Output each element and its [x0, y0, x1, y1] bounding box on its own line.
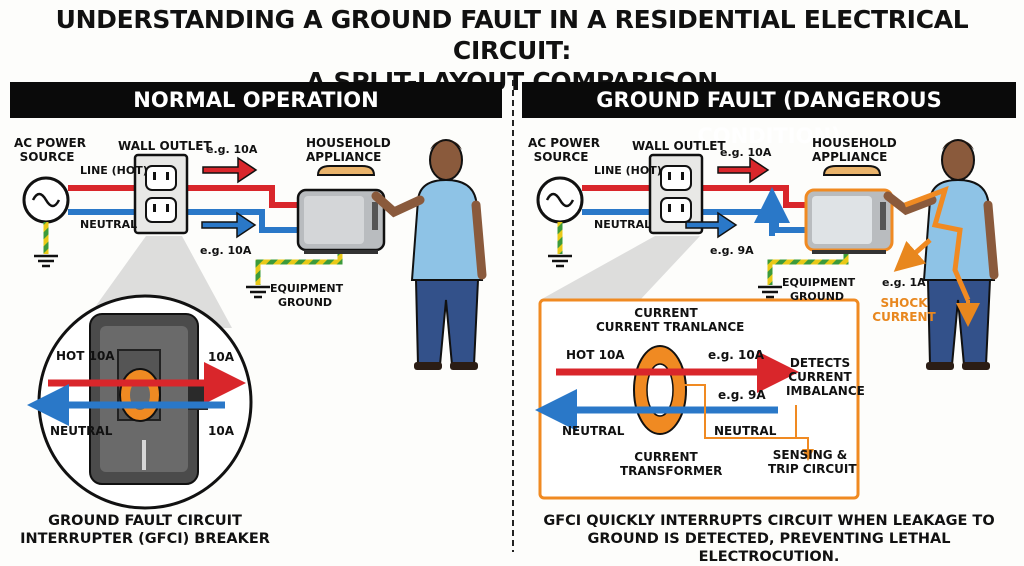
- diagram-title: UNDERSTANDING A GROUND FAULT IN A RESIDE…: [0, 4, 1024, 97]
- person-icon: [371, 139, 487, 370]
- inset-hot-label-fault: HOT 10A: [566, 348, 625, 362]
- shock-path: [904, 185, 971, 301]
- neutral-label-fault: NEUTRAL: [594, 218, 652, 231]
- inset-hot-label: HOT 10A: [56, 349, 115, 363]
- inset-neutral-right-value: e.g. 9A: [718, 388, 766, 402]
- current-bottom-label: e.g. 10A: [200, 244, 252, 257]
- inset-neutral-right-label: 10A: [208, 424, 234, 438]
- toaster-icon: [296, 165, 386, 254]
- hot-current-arrow: [202, 156, 258, 184]
- equipment-ground-wire: [255, 252, 343, 285]
- normal-panel: [22, 139, 487, 510]
- ac-source-icon-fault: [536, 176, 584, 268]
- title-line-1: UNDERSTANDING A GROUND FAULT IN A RESIDE…: [55, 5, 969, 65]
- current-top-label: e.g. 10A: [206, 143, 258, 156]
- current-top-label-fault: e.g. 10A: [720, 146, 772, 159]
- current-bottom-label-fault: e.g. 9A: [710, 244, 754, 257]
- line-hot-label-fault: LINE (HOT): [594, 164, 662, 177]
- neutral-current-arrow-fault: [685, 211, 738, 239]
- ac-source-icon: [22, 176, 70, 268]
- sensing-trip-label: SENSING &TRIP CIRCUIT: [768, 448, 857, 476]
- inset-neutral-label: NEUTRAL: [50, 424, 113, 438]
- fault-footer: GFCI QUICKLY INTERRUPTS CIRCUIT WHEN LEA…: [543, 513, 995, 565]
- inset-neutral-label-fault: NEUTRAL: [562, 424, 625, 438]
- wall-outlet-label-fault: WALL OUTLET: [632, 139, 726, 153]
- fault-panel: [535, 139, 999, 500]
- gfci-inset: [27, 294, 253, 510]
- equipment-ground-wire-fault: [767, 252, 849, 285]
- person-icon-fault: [883, 139, 999, 370]
- ground-symbol-icon-fault: [758, 285, 782, 299]
- wall-outlet-icon-fault: [648, 153, 704, 235]
- wall-outlet-label: WALL OUTLET: [118, 139, 212, 153]
- neutral-label: NEUTRAL: [80, 218, 138, 231]
- hot-current-arrow-fault: [717, 156, 770, 184]
- toaster-icon-fault: [804, 165, 894, 254]
- zoom-cone-fault: [540, 236, 700, 300]
- panel-divider: [512, 80, 514, 552]
- inset-neutral-right-label-fault: NEUTRAL: [714, 424, 777, 438]
- ground-symbol-icon: [246, 285, 270, 299]
- normal-header: NORMAL OPERATION: [10, 82, 502, 118]
- leak-current-label: e.g. 1A: [882, 276, 926, 289]
- line-hot-label: LINE (HOT): [80, 164, 148, 177]
- shock-arrow: [893, 238, 932, 272]
- fault-header: GROUND FAULT (DANGEROUS CONDITION): [522, 82, 1016, 148]
- wall-outlet-icon: [133, 153, 189, 235]
- neutral-current-arrow: [201, 211, 257, 239]
- gfci-diagram-inset: [535, 298, 860, 500]
- inset-hot-right-label: 10A: [208, 350, 234, 364]
- inset-hot-right-label-fault: e.g. 10A: [708, 348, 765, 362]
